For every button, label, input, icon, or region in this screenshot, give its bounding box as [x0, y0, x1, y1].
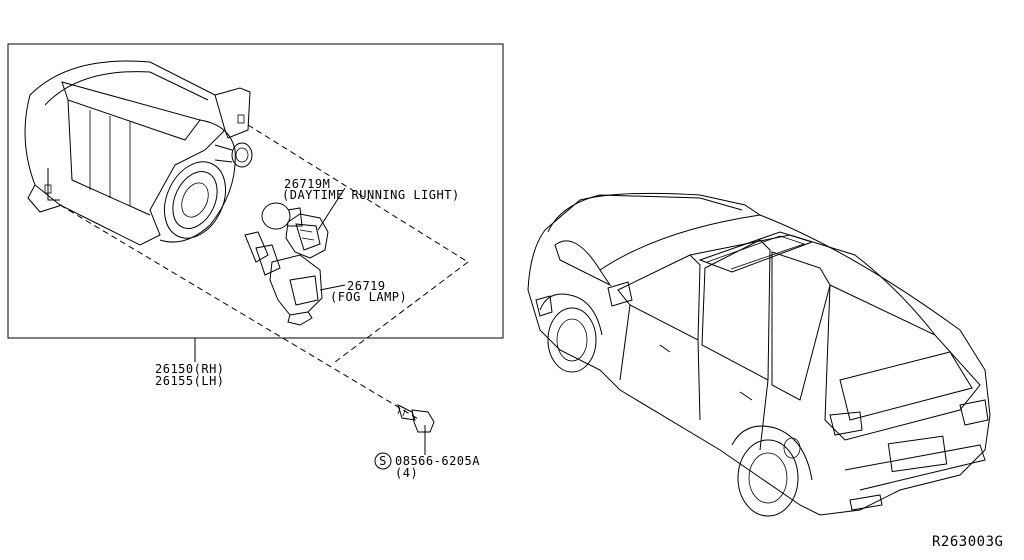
screw-symbol-circle — [374, 452, 392, 470]
diagram-id: R263003G — [932, 534, 1003, 550]
screw-symbol: S — [379, 454, 387, 468]
fog-bulb-leader-line — [319, 284, 346, 291]
detail-frame — [7, 43, 504, 339]
screw-part-number: 08566-6205A — [395, 454, 480, 468]
fog-lamp-housing — [24, 60, 253, 246]
lamp-rh: 26150(RH) — [155, 362, 225, 376]
drl-bulb — [261, 202, 303, 230]
explode-line-lower — [59, 204, 421, 421]
drl-leader-line — [317, 187, 346, 231]
screw-quantity: (4) — [395, 466, 418, 480]
drl-name: (DAYTIME RUNNING LIGHT) — [282, 188, 460, 202]
drl-part-number: 26719M — [284, 177, 330, 191]
explode-line-upper — [247, 124, 469, 263]
fog-lamp-bulb — [244, 231, 323, 326]
explode-line-right — [334, 261, 469, 363]
fog-bulb-name: (FOG LAMP) — [330, 290, 407, 304]
screw — [397, 404, 435, 433]
vehicle-outline — [527, 192, 991, 517]
drl-socket — [285, 213, 329, 259]
fog-bulb-part-number: 26719 — [347, 279, 386, 293]
lamp-lh: 26155(LH) — [155, 374, 225, 388]
